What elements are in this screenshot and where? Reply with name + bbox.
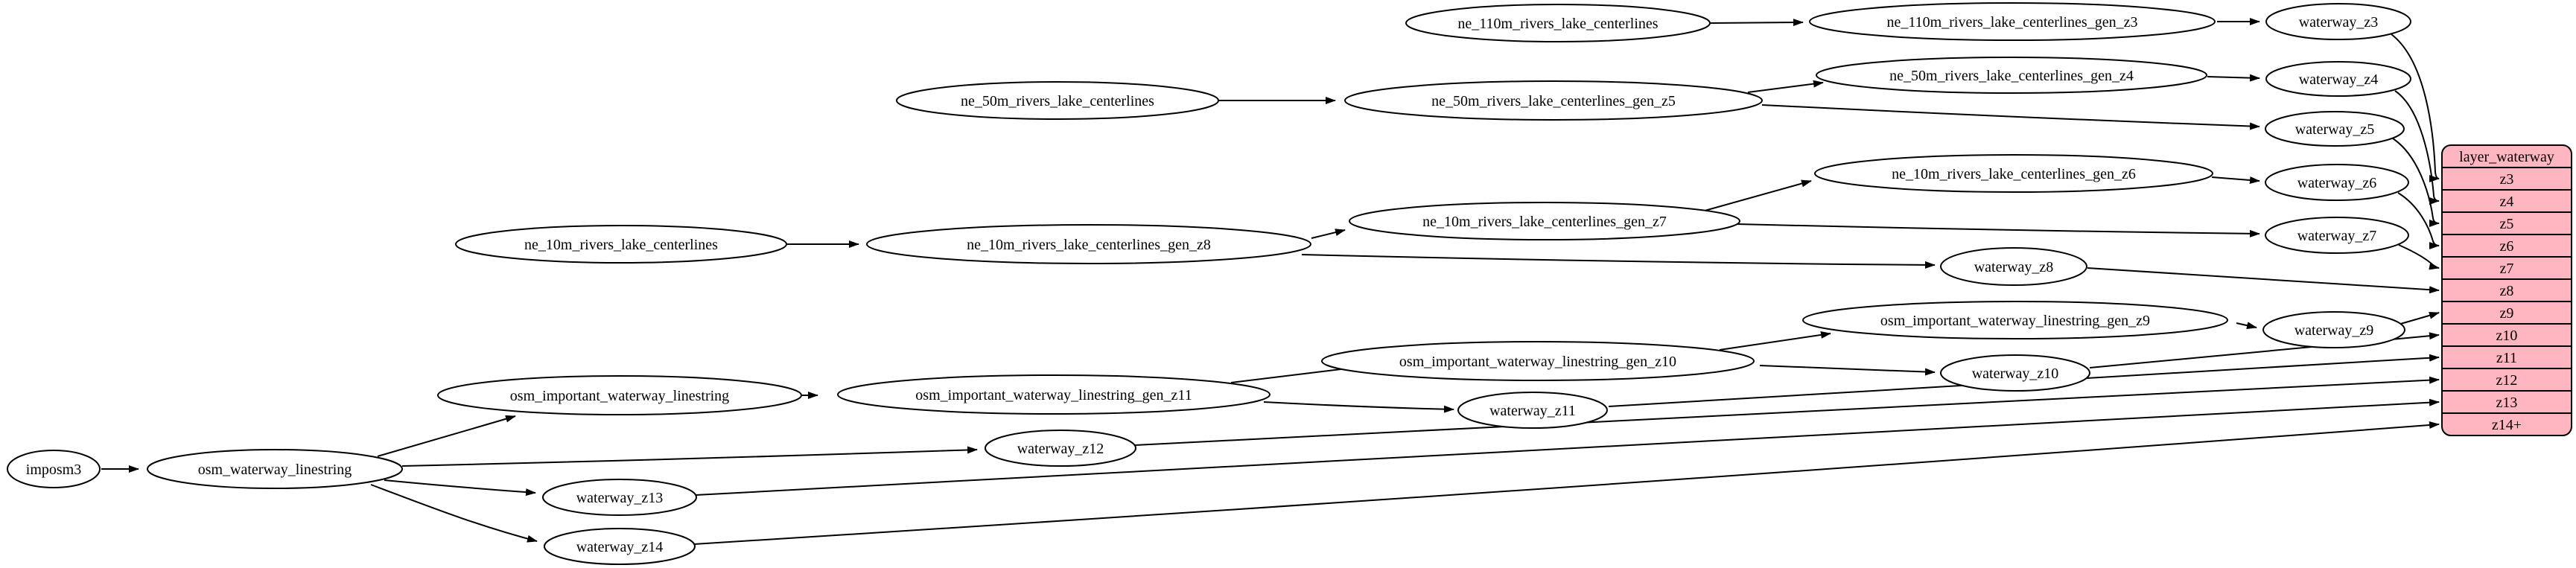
record-row-z4: z4 [2500, 194, 2514, 210]
record-title: layer_waterway [2459, 149, 2554, 165]
record-row-z11: z11 [2496, 350, 2517, 366]
svg-text:waterway_z10: waterway_z10 [1972, 366, 2059, 382]
svg-text:waterway_z5: waterway_z5 [2295, 121, 2375, 138]
svg-text:ne_10m_rivers_lake_centerlines: ne_10m_rivers_lake_centerlines [524, 237, 718, 253]
edge-osm-waterway-to-waterway-z13 [384, 479, 536, 497]
edge-waterway-z3-to-record [2391, 33, 2440, 182]
node-ne-50m-rivers-lake-centerlines-gen-z5: ne_50m_rivers_lake_centerlines_gen_z5 [1344, 80, 1763, 121]
record-row-z10: z10 [2496, 328, 2518, 344]
edge-waterway-z6-to-record [2397, 192, 2440, 249]
svg-text:ne_10m_rivers_lake_centerlines: ne_10m_rivers_lake_centerlines_gen_z8 [967, 237, 1211, 253]
edge-osm-waterway-to-waterway-z14 [370, 484, 538, 543]
node-waterway-z6: waterway_z6 [2265, 164, 2409, 201]
edge-osm-waterway-to-waterway-z12 [401, 446, 978, 467]
edge-gen-z4-to-waterway-z4 [2207, 74, 2260, 82]
node-waterway-z8: waterway_z8 [1940, 247, 2087, 286]
node-waterway-z14: waterway_z14 [544, 528, 696, 565]
node-ne-110m-rivers-lake-centerlines-gen-z3: ne_110m_rivers_lake_centerlines_gen_z3 [1809, 2, 2216, 41]
node-ne-10m-rivers-lake-centerlines-gen-z7: ne_10m_rivers_lake_centerlines_gen_z7 [1349, 202, 1740, 240]
svg-text:ne_110m_rivers_lake_centerline: ne_110m_rivers_lake_centerlines [1457, 16, 1658, 32]
edge-waterway-z14-to-record [693, 421, 2440, 545]
node-osm-important-waterway-linestring: osm_important_waterway_linestring [437, 375, 802, 415]
record-row-z12: z12 [2496, 372, 2518, 389]
svg-text:waterway_z7: waterway_z7 [2297, 228, 2377, 244]
svg-text:ne_10m_rivers_lake_centerlines: ne_10m_rivers_lake_centerlines_gen_z7 [1422, 214, 1667, 230]
node-waterway-z11: waterway_z11 [1457, 392, 1608, 429]
node-ne-50m-rivers-lake-centerlines-gen-z4: ne_50m_rivers_lake_centerlines_gen_z4 [1816, 57, 2207, 94]
node-ne-110m-rivers-lake-centerlines: ne_110m_rivers_lake_centerlines [1405, 4, 1711, 42]
node-waterway-z7: waterway_z7 [2265, 217, 2409, 254]
node-waterway-z3: waterway_z3 [2265, 3, 2411, 40]
svg-text:waterway_z13: waterway_z13 [576, 490, 664, 506]
node-waterway-z12: waterway_z12 [985, 430, 1136, 467]
record-row-z7: z7 [2500, 261, 2514, 277]
edge-gen-z8-to-waterway-z8 [1301, 254, 1936, 269]
edge-gen-z8-to-gen-z7 [1311, 229, 1346, 239]
record-layer-waterway: layer_waterway z3 z4 z5 z6 z7 z8 z9 z10 … [2441, 144, 2572, 436]
svg-text:osm_important_waterway_linestr: osm_important_waterway_linestring_gen_z1… [915, 387, 1192, 403]
edge-waterway-z4-to-record [2394, 90, 2440, 205]
svg-text:osm_important_waterway_linestr: osm_important_waterway_linestring_gen_z1… [1399, 354, 1676, 370]
svg-text:osm_waterway_linestring: osm_waterway_linestring [198, 462, 352, 478]
svg-text:imposm3: imposm3 [26, 462, 81, 478]
node-osm-waterway-linestring: osm_waterway_linestring [147, 449, 403, 489]
edge-waterway-z8-to-record [2087, 267, 2440, 294]
node-waterway-z4: waterway_z4 [2265, 61, 2411, 97]
edge-gen-z9-to-waterway-z9 [2236, 322, 2257, 330]
edge-ne110m-to-gen-z3 [1710, 19, 1804, 27]
svg-text:ne_110m_rivers_lake_centerline: ne_110m_rivers_lake_centerlines_gen_z3 [1887, 14, 2138, 31]
svg-text:ne_50m_rivers_lake_centerlines: ne_50m_rivers_lake_centerlines_gen_z4 [1889, 68, 2134, 84]
record-row-z9: z9 [2500, 305, 2514, 322]
edge-waterway-z7-to-record [2398, 244, 2440, 270]
edge-gen-z5-to-gen-z4 [1747, 80, 1824, 93]
node-ne-10m-rivers-lake-centerlines-gen-z6: ne_10m_rivers_lake_centerlines_gen_z6 [1814, 154, 2213, 193]
node-waterway-z5: waterway_z5 [2265, 111, 2405, 147]
node-imposm3: imposm3 [7, 450, 101, 488]
record-row-z6: z6 [2500, 238, 2514, 255]
svg-text:osm_important_waterway_linestr: osm_important_waterway_linestring [510, 388, 729, 404]
node-waterway-z9: waterway_z9 [2262, 311, 2405, 348]
node-ne-10m-rivers-lake-centerlines: ne_10m_rivers_lake_centerlines [455, 225, 787, 264]
svg-text:waterway_z14: waterway_z14 [576, 539, 664, 555]
edge-osm-waterway-to-osm-important [377, 415, 516, 457]
record-row-z8: z8 [2500, 283, 2514, 299]
node-ne-50m-rivers-lake-centerlines: ne_50m_rivers_lake_centerlines [896, 81, 1219, 120]
svg-text:waterway_z4: waterway_z4 [2299, 71, 2379, 88]
svg-text:osm_important_waterway_linestr: osm_important_waterway_linestring_gen_z9 [1880, 313, 2150, 329]
edge-gen-z7-to-waterway-z7 [1736, 223, 2260, 237]
edge-waterway-z9-to-record [2397, 311, 2440, 325]
svg-text:ne_50m_rivers_lake_centerlines: ne_50m_rivers_lake_centerlines_gen_z5 [1431, 93, 1676, 109]
edge-waterway-z5-to-record [2392, 138, 2440, 227]
svg-text:waterway_z12: waterway_z12 [1017, 441, 1104, 457]
edges [101, 18, 2440, 545]
edge-gen-z10-to-waterway-z10 [1759, 365, 1936, 376]
node-osm-important-waterway-linestring-gen-z9: osm_important_waterway_linestring_gen_z9 [1802, 301, 2228, 339]
record-row-z3: z3 [2500, 171, 2514, 188]
svg-text:ne_10m_rivers_lake_centerlines: ne_10m_rivers_lake_centerlines_gen_z6 [1892, 166, 2136, 182]
record-row-z13: z13 [2496, 395, 2518, 411]
svg-text:waterway_z9: waterway_z9 [2294, 322, 2374, 339]
record-row-z5: z5 [2500, 216, 2514, 232]
edge-gen-z10-to-gen-z9 [1719, 331, 1831, 351]
node-osm-important-waterway-linestring-gen-z11: osm_important_waterway_linestring_gen_z1… [837, 374, 1270, 415]
edge-waterway-z10-to-record [2089, 332, 2440, 368]
edge-gen-z5-to-waterway-z5 [1761, 104, 2260, 130]
node-osm-important-waterway-linestring-gen-z10: osm_important_waterway_linestring_gen_z1… [1321, 341, 1755, 381]
svg-text:waterway_z6: waterway_z6 [2297, 175, 2377, 191]
edge-waterway-z12-to-record [1133, 376, 2440, 446]
svg-text:ne_50m_rivers_lake_centerlines: ne_50m_rivers_lake_centerlines [961, 93, 1154, 109]
node-ne-10m-rivers-lake-centerlines-gen-z8: ne_10m_rivers_lake_centerlines_gen_z8 [866, 224, 1311, 264]
record-row-z14plus: z14+ [2492, 417, 2522, 433]
svg-text:waterway_z11: waterway_z11 [1489, 403, 1576, 419]
edge-gen-z11-to-waterway-z11 [1263, 401, 1454, 413]
edge-gen-z7-to-gen-z6 [1704, 179, 1812, 211]
node-waterway-z13: waterway_z13 [542, 479, 697, 516]
svg-text:waterway_z8: waterway_z8 [1974, 259, 2054, 275]
edge-gen-z6-to-waterway-z6 [2211, 176, 2260, 184]
svg-text:waterway_z3: waterway_z3 [2299, 14, 2379, 31]
node-waterway-z10: waterway_z10 [1940, 354, 2090, 392]
